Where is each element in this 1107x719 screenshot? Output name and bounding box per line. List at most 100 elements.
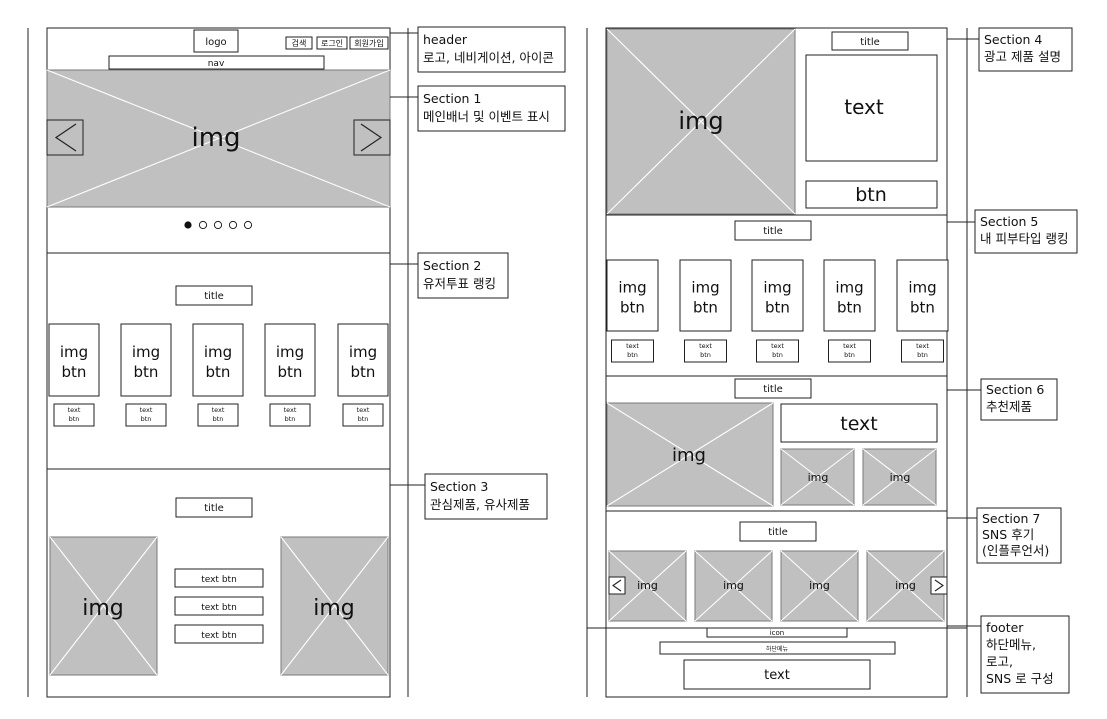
left-annotations: header 로고, 네비게이션, 아이콘 Section 1 메인배너 및 이… xyxy=(390,26,566,520)
annotation-footer-line4: SNS 로 구성 xyxy=(986,671,1054,686)
card-btn-label: btn xyxy=(693,299,718,317)
card-small-button[interactable] xyxy=(269,403,311,427)
annotation-section5 xyxy=(974,209,1078,254)
logo-box[interactable] xyxy=(193,29,239,53)
nav-bar[interactable] xyxy=(108,55,325,70)
section7-next-button[interactable] xyxy=(930,576,948,595)
section7-title: title xyxy=(768,527,788,538)
slide-dot[interactable] xyxy=(198,220,208,230)
text-button[interactable] xyxy=(174,596,264,616)
right-annotations: Section 4 광고 제품 설명 Section 5 내 피부타입 랭킹 S… xyxy=(947,27,1078,694)
card-btn-label: btn xyxy=(837,299,862,317)
card-btn-label: btn xyxy=(62,363,87,381)
annotation-section6-line2: 추천제품 xyxy=(986,399,1032,414)
banner-prev-button[interactable] xyxy=(46,119,84,156)
product-card[interactable] xyxy=(679,259,732,332)
section1-banner: img xyxy=(46,69,391,254)
card-small-button[interactable] xyxy=(125,403,167,427)
annotation-section7-line3: (인플루언서) xyxy=(982,543,1049,558)
text-button[interactable] xyxy=(174,624,264,644)
section7-prev-button[interactable] xyxy=(608,576,626,595)
card-small-button[interactable] xyxy=(901,339,944,363)
annotation-section7-line2: SNS 후기 xyxy=(982,527,1034,542)
card-img-label: img xyxy=(204,343,232,361)
card-btn-label: btn xyxy=(765,299,790,317)
signup-button[interactable] xyxy=(349,36,389,50)
annotation-section4 xyxy=(978,27,1073,72)
left-page-frame xyxy=(46,27,391,698)
text-button-label: text btn xyxy=(201,575,237,585)
slide-dot[interactable] xyxy=(243,220,253,230)
product-card[interactable] xyxy=(120,323,172,397)
banner-img-label: img xyxy=(191,123,240,153)
text-button[interactable] xyxy=(174,568,264,588)
text-button-label: text btn xyxy=(201,631,237,641)
card-btn-label: btn xyxy=(910,299,935,317)
section2-title-box xyxy=(175,285,253,306)
slide-indicator[interactable] xyxy=(184,220,253,230)
card-small-button[interactable] xyxy=(197,403,239,427)
footer-icon-bar[interactable] xyxy=(706,627,848,638)
card-small-button[interactable] xyxy=(684,339,727,363)
section5-skin-ranking: title imgbtntextbtnimgbtntextbtnimgbtnte… xyxy=(606,220,949,377)
card-small-button[interactable] xyxy=(611,339,654,363)
product-card[interactable] xyxy=(337,323,389,397)
left-mockup: logo 검색 로그인 회원가입 nav img title xyxy=(27,27,409,698)
section3-title: title xyxy=(204,503,224,514)
banner-next-button[interactable] xyxy=(353,119,391,156)
card-small-text: text xyxy=(626,342,639,350)
section3-img-right-label: img xyxy=(313,596,355,621)
product-card[interactable] xyxy=(896,259,949,332)
section4-img-label: img xyxy=(678,107,723,135)
footer-menu-bar[interactable] xyxy=(659,641,896,655)
product-card[interactable] xyxy=(823,259,876,332)
slide-dot[interactable] xyxy=(213,220,223,230)
section6-title-box xyxy=(734,378,812,399)
section6-recommend: title img text img img xyxy=(606,378,947,512)
chevron-right-icon xyxy=(934,579,944,592)
section4-text: text xyxy=(844,95,884,119)
slide-dot[interactable] xyxy=(228,220,238,230)
section6-title: title xyxy=(763,384,783,395)
card-small-btn: btn xyxy=(69,415,80,423)
text-button-label: text btn xyxy=(201,603,237,613)
card-img-label: img xyxy=(618,279,646,297)
section4-text-box xyxy=(805,54,938,162)
header: logo 검색 로그인 회원가입 nav xyxy=(108,29,389,70)
section3-title-box xyxy=(175,497,253,518)
chevron-left-icon xyxy=(612,579,622,592)
annotation-section3-line2: 관심제품, 유사제품 xyxy=(430,497,530,512)
section4-title: title xyxy=(860,37,880,48)
card-small-text: text xyxy=(357,406,370,414)
annotation-section1-line2: 메인배너 및 이벤트 표시 xyxy=(423,109,550,124)
card-img-label: img xyxy=(276,343,304,361)
annotation-section7-line1: Section 7 xyxy=(982,511,1040,526)
section5-cards: imgbtntextbtnimgbtntextbtnimgbtntextbtni… xyxy=(606,259,949,363)
card-small-btn: btn xyxy=(213,415,224,423)
card-small-button[interactable] xyxy=(828,339,871,363)
search-button[interactable] xyxy=(285,36,313,50)
card-small-button[interactable] xyxy=(342,403,384,427)
annotation-section3-line1: Section 3 xyxy=(430,479,488,494)
card-img-label: img xyxy=(349,343,377,361)
annotation-section2 xyxy=(417,252,509,299)
logo-label: logo xyxy=(205,37,226,48)
card-small-button[interactable] xyxy=(53,403,95,427)
card-small-button[interactable] xyxy=(756,339,799,363)
login-button[interactable] xyxy=(316,36,348,50)
product-card[interactable] xyxy=(606,259,659,332)
card-small-text: text xyxy=(843,342,856,350)
product-card[interactable] xyxy=(264,323,316,397)
chevron-left-icon xyxy=(54,123,77,152)
section4-btn-label: btn xyxy=(855,184,887,206)
section4-button[interactable] xyxy=(805,180,938,209)
card-btn-label: btn xyxy=(206,363,231,381)
sns-image-label: img xyxy=(637,579,658,592)
product-card[interactable] xyxy=(192,323,244,397)
product-card[interactable] xyxy=(751,259,804,332)
annotation-section7 xyxy=(976,507,1062,564)
product-card[interactable] xyxy=(48,323,100,397)
slide-dot[interactable] xyxy=(184,221,192,229)
